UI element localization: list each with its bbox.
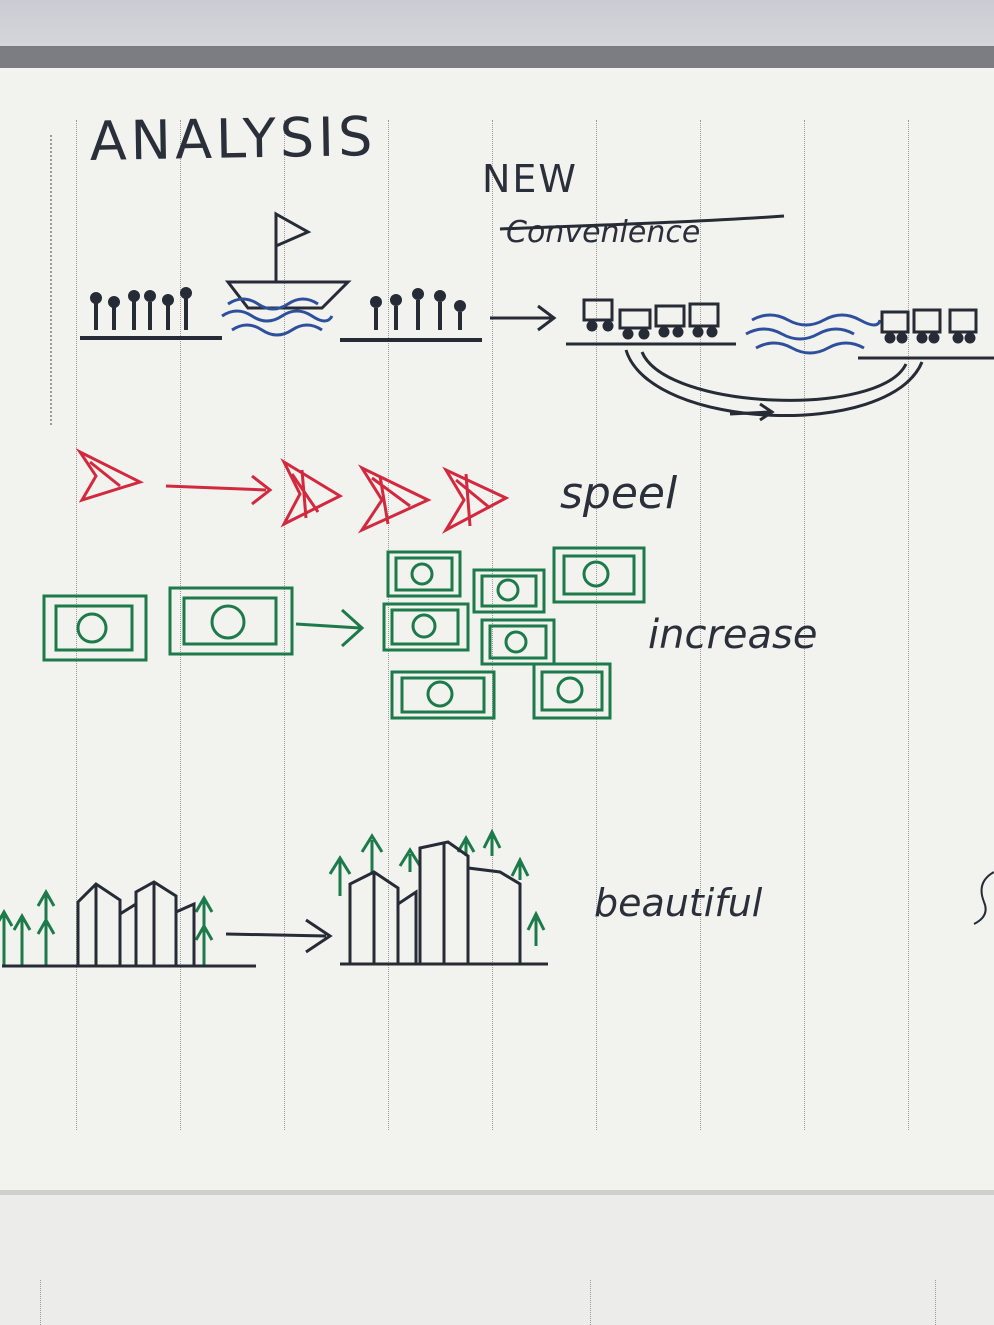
- ruling-line: [700, 120, 701, 1130]
- ruling-line: [180, 120, 181, 1130]
- strikethrough-line: [499, 214, 785, 231]
- money-bill-icon: [390, 670, 496, 720]
- airplane-icon: [75, 448, 145, 503]
- ruling-line: [804, 120, 805, 1130]
- ruling-line: [908, 120, 909, 1130]
- struck-word-text: Convenience: [506, 215, 700, 250]
- label-beautiful: beautiful: [594, 881, 763, 925]
- money-bill-icon: [168, 586, 294, 656]
- money-bill-icon: [382, 602, 470, 652]
- water-waves-icon: [745, 313, 882, 355]
- cars-icon: [858, 308, 994, 360]
- ruling-line: [596, 120, 597, 1130]
- title-text: ANALYSIS: [89, 105, 377, 173]
- next-page-ruling: [590, 1280, 591, 1325]
- tree-icon: [0, 888, 214, 966]
- next-notebook-page: [0, 1195, 994, 1325]
- people-icon: [340, 288, 482, 342]
- money-bill-icon: [552, 546, 646, 604]
- boat-icon: [224, 211, 352, 310]
- people-icon: [80, 287, 222, 340]
- label-speed: speel: [560, 468, 678, 519]
- arrow-icon: [295, 608, 365, 648]
- building-icon: [340, 840, 548, 966]
- money-bill-icon: [386, 550, 462, 598]
- margin-line: [50, 135, 52, 425]
- arrow-icon: [490, 304, 557, 332]
- airplane-icon: [441, 466, 510, 534]
- ruling-line: [76, 120, 77, 1130]
- money-bill-icon: [472, 568, 546, 614]
- arrow-icon: [165, 474, 273, 506]
- tree-icon: [328, 828, 546, 946]
- airplane-icon: [357, 464, 432, 534]
- notebook-page: [0, 68, 994, 1193]
- money-bill-icon: [480, 618, 556, 666]
- cars-icon: [566, 298, 736, 346]
- edge-scribble: [973, 871, 994, 925]
- next-page-ruling: [40, 1280, 41, 1325]
- ruling-line: [284, 120, 285, 1130]
- water-waves-icon: [221, 297, 334, 337]
- airplane-icon: [280, 458, 344, 528]
- label-increase: increase: [648, 612, 817, 658]
- money-bill-icon: [532, 662, 612, 720]
- building-icon: [2, 880, 256, 968]
- desk-edge: [0, 46, 994, 70]
- next-page-ruling: [935, 1280, 936, 1325]
- headline-text: NEW: [482, 157, 578, 201]
- bridge-tunnel-arrow: [624, 349, 924, 422]
- ruling-line: [388, 120, 389, 1130]
- arrow-icon: [225, 918, 333, 954]
- money-bill-icon: [42, 594, 148, 662]
- page-edge: [0, 1190, 994, 1195]
